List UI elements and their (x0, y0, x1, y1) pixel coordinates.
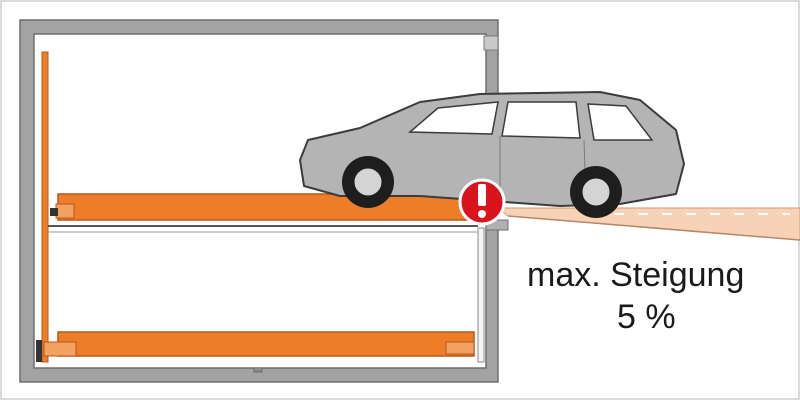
car (299, 91, 685, 218)
car-window-middle (501, 101, 581, 139)
lower-left-wheelstop (43, 341, 77, 357)
lift-frame (48, 225, 478, 233)
car-rear-hub (581, 177, 611, 207)
ramp-edge (507, 215, 800, 241)
right-post (477, 227, 485, 363)
upper-left-bracket (50, 208, 58, 216)
access-ramp (496, 207, 800, 241)
ramp-surface (496, 207, 800, 241)
lower-right-wheelstop (445, 341, 475, 355)
exclamation-warning-icon (458, 178, 506, 226)
car-window-rear (587, 103, 654, 141)
left-post (41, 51, 49, 363)
upper-platform (50, 193, 475, 221)
slope-caption-line1: max. Steigung (527, 256, 745, 294)
floor-drain (253, 368, 263, 373)
lower-platform-deck (57, 331, 475, 357)
post-foot (36, 340, 42, 362)
slope-caption-line2: 5 % (617, 298, 676, 336)
warning-bar (478, 184, 486, 206)
upper-left-wheelstop (55, 203, 75, 219)
lower-platform (43, 331, 475, 357)
wall-ledge (483, 35, 499, 51)
upper-platform-deck (57, 193, 475, 221)
car-window-front (408, 101, 499, 135)
warning-dot (478, 210, 486, 218)
car-front-hub (353, 167, 383, 197)
lift-posts (36, 51, 485, 363)
